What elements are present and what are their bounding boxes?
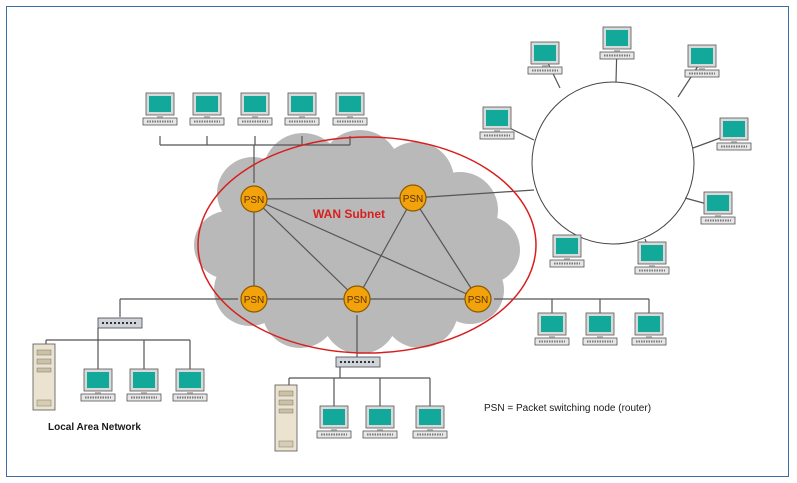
desktop-computer-icon <box>599 26 635 60</box>
psn-node-bottom-right: PSN <box>464 285 492 313</box>
psn-node-top-left: PSN <box>240 185 268 213</box>
lan-caption: Local Area Network <box>48 422 141 433</box>
desktop-computer-icon <box>412 405 448 439</box>
psn-node-label: PSN <box>403 194 424 205</box>
psn-router-icon <box>464 285 492 313</box>
computers <box>80 26 752 439</box>
desktop-computer-icon <box>126 368 162 402</box>
desktop-computer-icon <box>479 106 515 140</box>
psn-router-icon <box>240 285 268 313</box>
wan-subnet-label: WAN Subnet <box>313 207 385 221</box>
desktop-computer-icon <box>634 241 670 275</box>
desktop-computer-icon <box>237 92 273 126</box>
desktop-computer-icon <box>527 41 563 75</box>
desktop-computer-icon <box>284 92 320 126</box>
desktop-computer-icon <box>534 312 570 346</box>
psn-node-label: PSN <box>347 295 368 306</box>
desktop-computer-icon <box>142 92 178 126</box>
legend-text: PSN = Packet switching node (router) <box>484 403 651 414</box>
desktop-computer-icon <box>700 191 736 225</box>
psn-nodes: PSN PSN PSN PSN PSN <box>240 184 492 313</box>
psn-node-label: PSN <box>244 195 265 206</box>
desktop-computer-icon <box>362 405 398 439</box>
wan-subnet-boundary <box>197 136 537 354</box>
desktop-computer-icon <box>549 234 585 268</box>
ring-network <box>531 81 695 245</box>
psn-node-label: PSN <box>468 295 489 306</box>
psn-router-icon <box>240 185 268 213</box>
desktop-computer-icon <box>716 117 752 151</box>
psn-router-icon <box>343 285 371 313</box>
psn-node-bottom-left: PSN <box>240 285 268 313</box>
psn-router-icon <box>399 184 427 212</box>
hub-icon <box>335 356 381 368</box>
desktop-computer-icon <box>631 312 667 346</box>
desktop-computer-icon <box>172 368 208 402</box>
hub-icon <box>97 317 143 329</box>
psn-node-label: PSN <box>244 295 265 306</box>
desktop-computer-icon <box>684 44 720 78</box>
server-tower-icon <box>274 384 298 452</box>
desktop-computer-icon <box>582 312 618 346</box>
desktop-computer-icon <box>189 92 225 126</box>
desktop-computer-icon <box>316 405 352 439</box>
server-tower-icon <box>32 343 56 411</box>
psn-node-top-right: PSN <box>399 184 427 212</box>
desktop-computer-icon <box>80 368 116 402</box>
desktop-computer-icon <box>332 92 368 126</box>
psn-node-bottom-center: PSN <box>343 285 371 313</box>
